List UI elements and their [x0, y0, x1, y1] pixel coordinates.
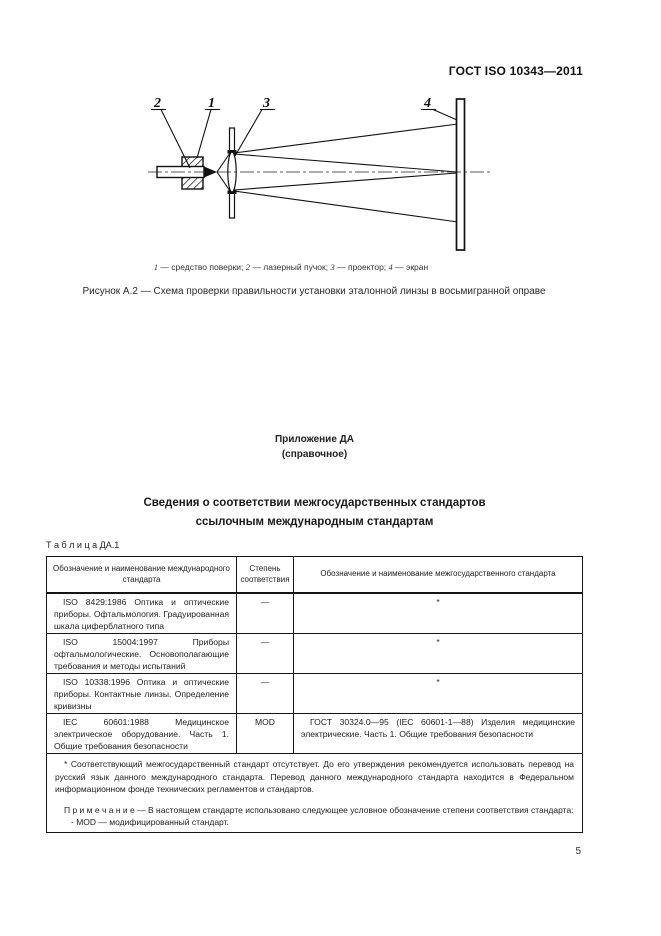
cell-degree: — [237, 594, 294, 633]
table-row: ISO 10338:1996 Оптика и оптические прибо… [47, 674, 582, 714]
annex-title: Сведения о соответствии межгосударственн… [46, 494, 583, 532]
beam-tip [204, 166, 217, 178]
annex-title-line1: Сведения о соответствии межгосударственн… [143, 497, 486, 509]
screen [455, 98, 466, 251]
table-footnote-row: * Соответствующий межгосударственный ста… [47, 754, 582, 832]
table-row: ISO 15004:1997 Приборы офтальмологически… [47, 634, 582, 674]
legend-item: 4 — экран [388, 262, 429, 272]
legend-item: 2 — лазерный пучок; [245, 262, 331, 272]
correspondence-table: Обозначение и наименование международног… [46, 556, 583, 833]
header-cell-international: Обозначение и наименование международног… [47, 557, 237, 592]
cell-degree: MOD [237, 714, 294, 753]
callout-label-3: 3 [262, 96, 270, 111]
annex-title-line2: ссылочным международным стандартам [195, 516, 434, 528]
cell-interstate: * [436, 637, 440, 647]
light-rays [233, 123, 459, 223]
note-text: — В настоящем стандарте использовано сле… [134, 804, 574, 815]
figure-caption: Рисунок А.2 — Схема проверки правильност… [82, 286, 546, 297]
cell-interstate: * [436, 597, 440, 607]
table-row: IEC 60601:1988 Медицинское электрическое… [47, 714, 582, 754]
annex-heading: Приложение ДА (справочное) [46, 432, 583, 462]
cell-international: ISO 15004:1997 Приборы офтальмологически… [47, 634, 237, 673]
cell-international: ISO 8429:1986 Оптика и оптические прибор… [47, 594, 237, 633]
callout-label-1: 1 [208, 96, 215, 111]
table-label: Т а б л и ц а ДА.1 [46, 540, 120, 550]
header-cell-degree: Степень соответствия [237, 557, 294, 592]
callout-leaders [151, 108, 458, 169]
cell-international: IEC 60601:1988 Медицинское электрическое… [47, 714, 237, 753]
table-header-row: Обозначение и наименование международног… [47, 557, 582, 594]
cell-interstate: * [436, 677, 440, 687]
note-item-mod: - MOD — модифицированный стандарт. [71, 817, 229, 828]
legend-item: 3 — проектор; [330, 262, 389, 272]
cell-international: ISO 10338:1996 Оптика и оптические прибо… [47, 674, 237, 713]
table-footnote: * Соответствующий межгосударственный ста… [55, 759, 574, 795]
callout-label-2: 2 [153, 96, 161, 111]
figure-diagram: 2 1 3 4 [148, 96, 492, 251]
note-label: П р и м е ч а н и е [64, 804, 135, 815]
annex-type: (справочное) [281, 449, 348, 460]
figure-legend: 1 — средство поверки; 2 — лазерный пучок… [46, 262, 536, 272]
cell-degree: — [237, 674, 294, 713]
cell-interstate: ГОСТ 30324.0—95 (IEC 60601-1—88) Изделия… [301, 717, 575, 740]
legend-item: 1 — средство поверки; [153, 262, 246, 272]
header-cell-interstate: Обозначение и наименование межгосударств… [320, 569, 556, 579]
page-number: 5 [575, 846, 581, 857]
table-note: П р и м е ч а н и е — В настоящем станда… [55, 804, 574, 817]
document-number: ГОСТ ISO 10343—2011 [448, 64, 583, 78]
callout-label-4: 4 [423, 96, 431, 111]
cell-degree: — [237, 634, 294, 673]
diverging-beam [216, 152, 231, 192]
annex-label: Приложение ДА [274, 434, 355, 445]
table-row: ISO 8429:1986 Оптика и оптические прибор… [47, 594, 582, 634]
